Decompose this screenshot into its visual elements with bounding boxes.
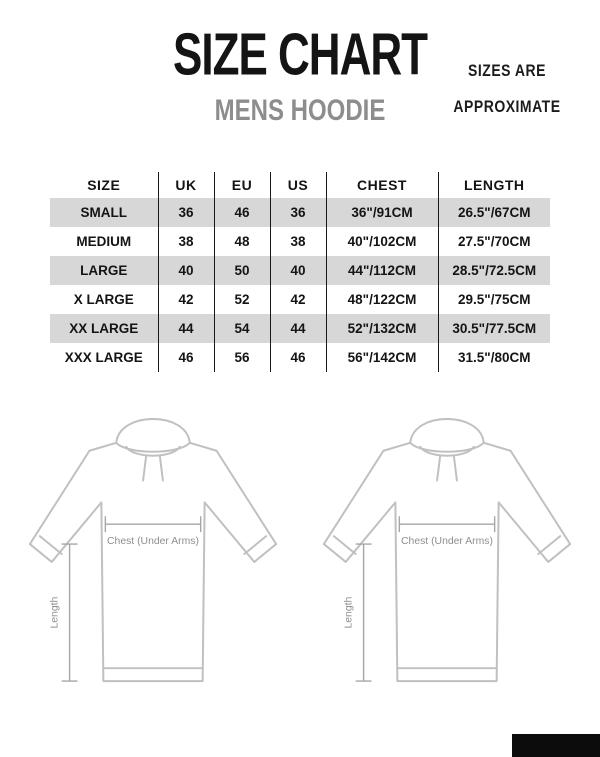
hoodie-front-diagram: Chest (Under Arms) Length — [14, 392, 292, 717]
cell-size: SMALL — [80, 205, 128, 220]
cell-length: 30.5"/77.5CM — [437, 314, 550, 343]
cuff-line-right — [537, 535, 562, 555]
cell-size: XX LARGE — [69, 321, 139, 336]
page-subtitle: MENS HOODIE — [214, 93, 386, 128]
cell-length: 29.5"/75CM — [437, 285, 550, 314]
approximate-note-line2: APPROXIMATE — [453, 96, 561, 116]
chest-measure-arrow — [104, 516, 202, 533]
length-measure-label: Length — [50, 596, 61, 628]
cell-chest: 56"/142CM — [325, 343, 438, 372]
cell-uk: 38 — [157, 227, 214, 256]
cell-length: 26.5"/67CM — [437, 198, 550, 227]
cuff-line-left — [38, 535, 63, 555]
cell-chest: 44"/112CM — [325, 256, 438, 285]
length-measure-arrow — [355, 543, 372, 682]
drawstring-right-icon — [452, 455, 458, 482]
cell-size: X LARGE — [73, 292, 134, 307]
hoodie-body-outline — [322, 441, 572, 683]
hoodie-front-svg: Chest (Under Arms) Length — [28, 417, 278, 683]
column-header-length: LENGTH — [437, 172, 550, 198]
chest-measure-label: Chest (Under Arms) — [107, 536, 199, 547]
approximate-note-line1: SIZES ARE — [468, 60, 546, 80]
cell-chest: 48"/122CM — [325, 285, 438, 314]
length-measure-label: Length — [344, 596, 355, 628]
column-header-chest: CHEST — [325, 172, 438, 198]
cuff-line-left — [332, 535, 357, 555]
cell-uk: 42 — [157, 285, 214, 314]
cell-us: 40 — [269, 256, 326, 285]
cell-length: 31.5"/80CM — [437, 343, 550, 372]
cell-uk: 46 — [157, 343, 214, 372]
drawstring-left-icon — [142, 455, 148, 482]
column-header-eu: EU — [213, 172, 270, 198]
cell-chest: 40"/102CM — [325, 227, 438, 256]
page-title: SIZE CHART — [173, 21, 428, 89]
hoodie-neckline — [125, 445, 181, 457]
cell-us: 42 — [269, 285, 326, 314]
cell-uk: 40 — [157, 256, 214, 285]
hoodie-outline — [28, 417, 278, 683]
cell-chest: 36"/91CM — [325, 198, 438, 227]
column-header-us: US — [269, 172, 326, 198]
cell-us: 36 — [269, 198, 326, 227]
cell-length: 27.5"/70CM — [437, 227, 550, 256]
cell-chest: 52"/132CM — [325, 314, 438, 343]
header: SIZE CHART — [0, 25, 600, 84]
cell-eu: 50 — [213, 256, 270, 285]
cell-size: XXX LARGE — [64, 350, 143, 365]
cell-eu: 46 — [213, 198, 270, 227]
length-measure-arrow — [61, 543, 78, 682]
cell-eu: 56 — [213, 343, 270, 372]
cell-uk: 36 — [157, 198, 214, 227]
cell-us: 38 — [269, 227, 326, 256]
cell-eu: 48 — [213, 227, 270, 256]
cell-size: MEDIUM — [76, 234, 132, 249]
drawstring-left-icon — [436, 455, 442, 482]
hoodie-measure-svg: Chest (Under Arms) Length — [322, 417, 572, 683]
column-header-uk: UK — [157, 172, 214, 198]
cell-eu: 54 — [213, 314, 270, 343]
drawstring-right-icon — [158, 455, 164, 482]
cell-uk: 44 — [157, 314, 214, 343]
hoodie-neckline — [419, 445, 475, 457]
chest-measure-label: Chest (Under Arms) — [401, 536, 493, 547]
cell-size: LARGE — [80, 263, 128, 278]
cell-us: 46 — [269, 343, 326, 372]
hoodie-body-outline — [28, 441, 278, 683]
cell-eu: 52 — [213, 285, 270, 314]
cell-us: 44 — [269, 314, 326, 343]
column-header-size: SIZE — [87, 177, 121, 193]
cuff-line-right — [243, 535, 268, 555]
chest-measure-arrow — [398, 516, 496, 533]
hoodie-measure-diagram: Chest (Under Arms) Length — [308, 392, 586, 717]
hoodie-outline — [322, 417, 572, 683]
garment-diagrams: Chest (Under Arms) Length — [14, 392, 586, 717]
cell-length: 28.5"/72.5CM — [437, 256, 550, 285]
brand-logo — [512, 734, 600, 757]
approximate-note: SIZES ARE APPROXIMATE — [448, 52, 566, 124]
